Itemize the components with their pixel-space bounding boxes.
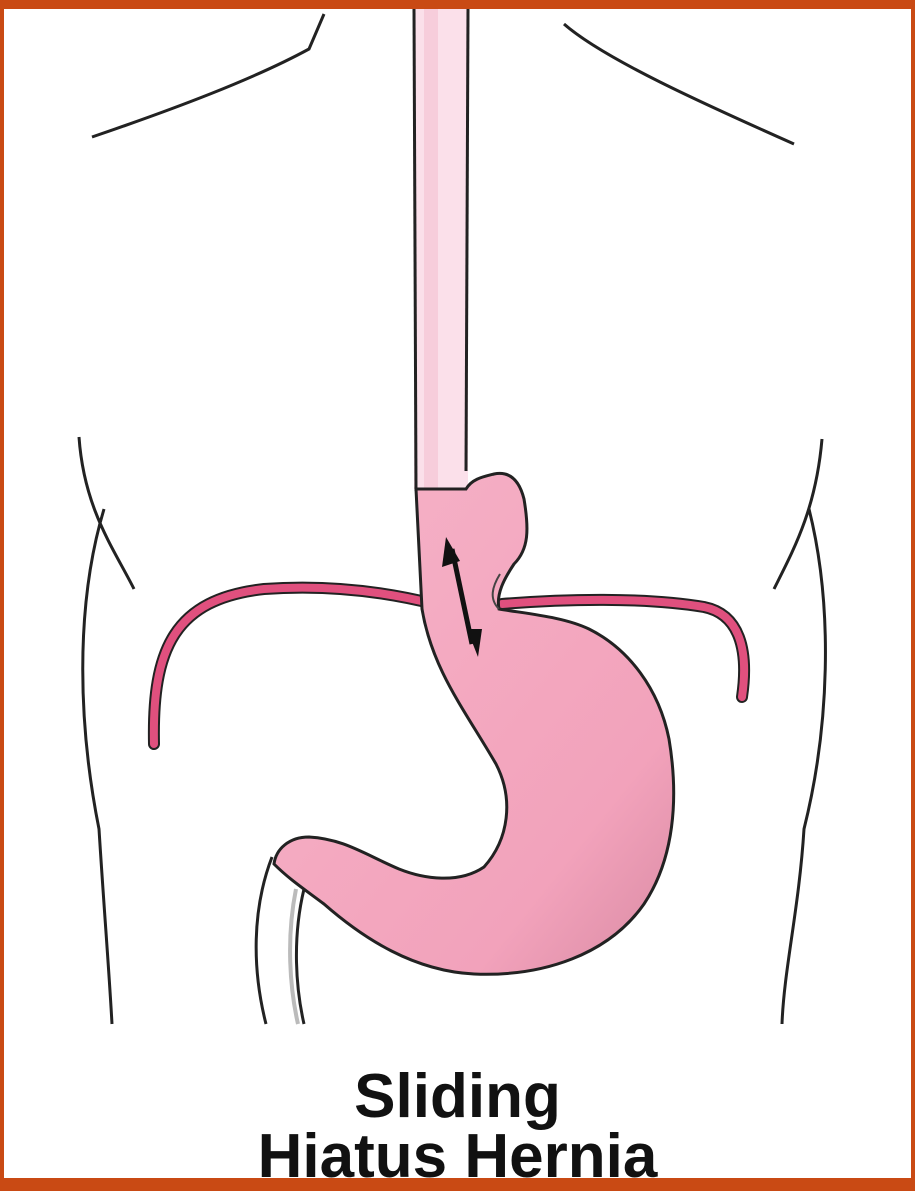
caption-line-2: Hiatus Hernia [257,1122,658,1191]
double-headed-arrow-icon [442,537,482,657]
left-shoulder-line [91,13,326,139]
hiatus-hernia-illustration [77,9,827,1025]
left-torso-line [77,436,136,1025]
stomach [272,471,676,976]
figure-caption: Sliding Hiatus Hernia [4,1062,911,1191]
right-torso-line [772,438,827,1025]
esophagus-highlight [424,9,438,489]
esophagus-upper [414,9,468,489]
duodenum [254,856,306,1025]
duodenum-shading [288,888,300,1025]
hiatus-constriction [491,573,501,610]
diaphragm-fill [149,583,749,748]
caption-line-1: Sliding [354,1062,561,1131]
right-shoulder-line [563,22,795,146]
